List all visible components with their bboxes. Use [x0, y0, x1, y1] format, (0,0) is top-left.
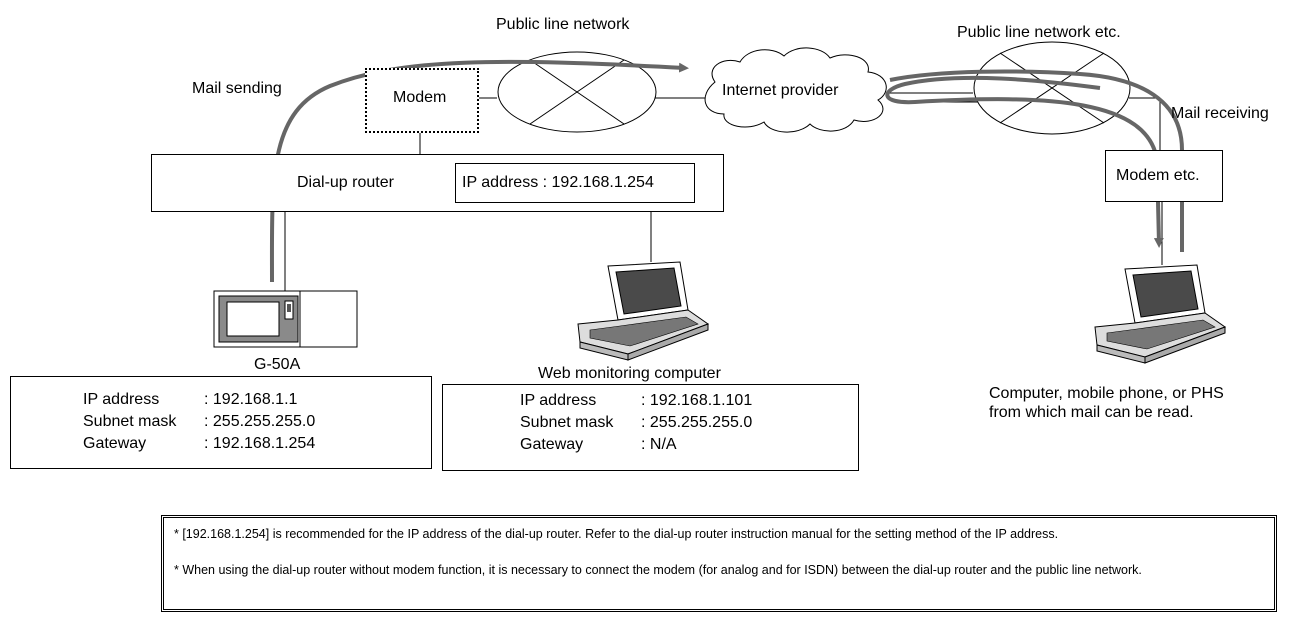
dialup-router-label: Dial-up router	[297, 174, 394, 191]
router-ip-label: IP address : 192.168.1.254	[462, 174, 654, 191]
modem-etc-box	[1105, 150, 1223, 202]
g50a-mask-val: : 255.255.255.0	[204, 413, 316, 430]
web-mask-key: Subnet mask	[520, 414, 614, 431]
g50a-info-box: IP address : 192.168.1.1 Subnet mask : 2…	[10, 376, 432, 469]
g50a-ip-val: : 192.168.1.1	[204, 391, 298, 408]
public-line-network-etc-icon	[973, 41, 1131, 135]
g50a-gw-val: : 192.168.1.254	[204, 435, 316, 452]
internet-provider-cloud-icon	[704, 47, 887, 133]
web-info-box: IP address : 192.168.1.101 Subnet mask :…	[442, 384, 859, 471]
mail-client-laptop-icon	[1094, 264, 1227, 364]
web-monitoring-label: Web monitoring computer	[538, 365, 721, 382]
mail-client-label-line1: Computer, mobile phone, or PHS	[989, 385, 1224, 402]
mail-client-label-line2: from which mail can be read.	[989, 404, 1194, 421]
modem-label: Modem	[393, 89, 447, 106]
mail-sending-label: Mail sending	[192, 80, 282, 97]
web-monitoring-laptop-icon	[577, 261, 710, 361]
mail-receiving-arrow-down	[885, 75, 1164, 248]
web-ip-key: IP address	[520, 392, 597, 409]
mail-receiving-label: Mail receiving	[1171, 105, 1269, 122]
public-line-network-label: Public line network	[496, 16, 630, 33]
web-ip-val: : 192.168.1.101	[641, 392, 753, 409]
modem-box	[365, 68, 479, 133]
modem-etc-label: Modem etc.	[1116, 167, 1200, 184]
g50a-mask-key: Subnet mask	[83, 413, 177, 430]
web-gw-key: Gateway	[520, 436, 584, 453]
web-gw-val: : N/A	[641, 436, 677, 453]
web-mask-val: : 255.255.255.0	[641, 414, 753, 431]
g50a-label: G-50A	[254, 356, 301, 373]
g50a-device-icon	[213, 290, 358, 348]
note-modem: * When using the dial-up router without …	[174, 563, 1142, 577]
g50a-ip-key: IP address	[83, 391, 160, 408]
internet-provider-label: Internet provider	[722, 82, 839, 99]
g50a-gw-key: Gateway	[83, 435, 147, 452]
mail-receiving-arrow-up	[889, 69, 1184, 252]
public-line-network-etc-label: Public line network etc.	[957, 24, 1121, 41]
notes-box: * [192.168.1.254] is recommended for the…	[161, 515, 1277, 612]
public-line-network-icon	[497, 51, 657, 133]
note-router-ip: * [192.168.1.254] is recommended for the…	[174, 527, 1059, 541]
router-ip-box	[455, 163, 695, 203]
